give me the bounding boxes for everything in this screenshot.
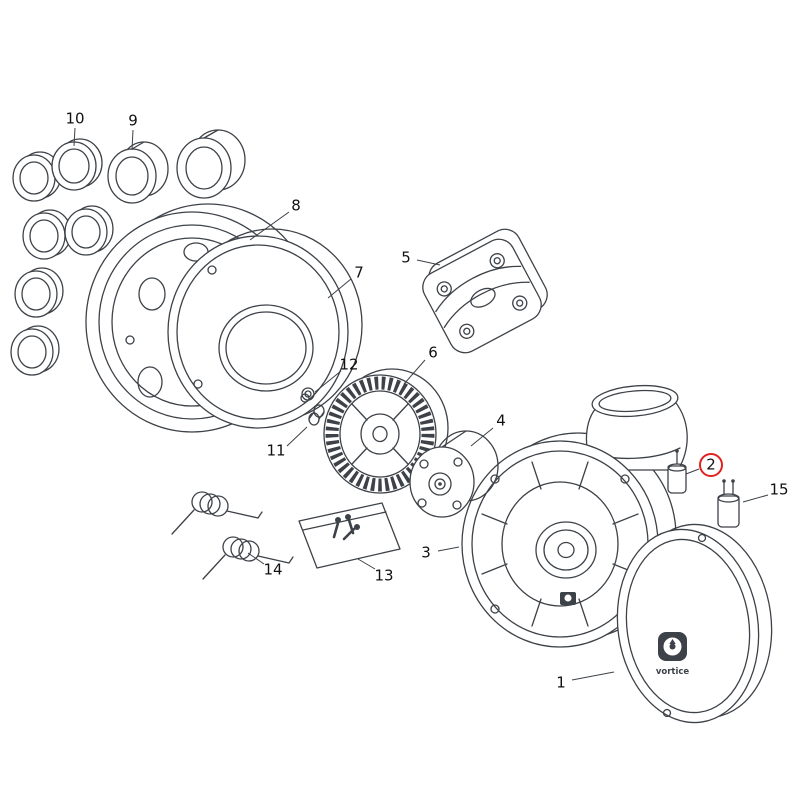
leader-line [73,127,76,147]
part-9-adapter-sleeve [107,141,169,204]
ring [14,267,64,318]
leader-line [314,370,342,393]
leader-line [742,494,769,503]
ring [12,151,62,202]
part-12-fixing-nut [301,387,315,401]
part-7-housing-cover [167,228,363,429]
callout-part-8[interactable]: 8 [249,197,301,241]
vortice-logo: vortice [656,632,690,677]
spring [171,491,263,535]
part-10-reducer-ring [51,138,103,191]
callout-part-13[interactable]: 13 [357,558,394,585]
part-number-1: 1 [556,674,566,692]
leader-line [131,129,134,151]
part-11-shaft-bush [308,404,325,426]
callouts: 10 9 8 7 5 12 6 11 [65,110,788,692]
leader-line [416,259,441,266]
callout-part-6[interactable]: 6 [403,344,438,385]
callout-part-5[interactable]: 5 [401,249,441,267]
part-13-screw-kit-bag [298,502,401,569]
callout-part-7[interactable]: 7 [327,264,364,299]
part-number-10: 10 [65,110,84,128]
leader-line [437,546,460,552]
leader-line [249,211,290,241]
callout-part-10[interactable]: 10 [65,110,85,147]
part-number-15: 15 [769,481,788,499]
callout-part-1[interactable]: 1 [556,671,615,692]
part-number-8: 8 [291,197,301,215]
part-number-14: 14 [263,561,282,579]
callout-part-2-highlighted[interactable]: 2 [685,453,723,477]
callout-part-12[interactable]: 12 [314,356,359,393]
part-number-12: 12 [339,356,358,374]
part-number-2: 2 [706,456,716,474]
part-number-4: 4 [496,412,506,430]
leader-line [357,558,376,570]
leader-line [327,278,352,299]
ring [64,205,114,256]
spring [202,536,294,580]
reducer-rings-group [10,129,246,376]
callout-part-15[interactable]: 15 [742,481,789,503]
callout-part-4[interactable]: 4 [470,412,506,447]
leader-line [685,468,700,475]
part-2-capacitor-small [667,449,687,494]
logo-text: vortice [656,667,690,677]
highlight-circle [699,453,723,477]
part-14-springs [171,491,294,580]
part-6-impeller-wheel [323,368,449,494]
callout-part-3[interactable]: 3 [421,544,460,562]
part-4-motor [409,430,499,518]
part-number-13: 13 [374,567,393,585]
part-1-cover-disc: vortice [616,523,773,724]
part-number-9: 9 [128,112,138,130]
ring [10,325,60,376]
part-number-7: 7 [354,264,364,282]
part-number-11: 11 [266,442,285,460]
callout-part-11[interactable]: 11 [266,426,308,460]
leader-line [470,427,494,447]
ring [22,209,72,260]
part-5-motor-bracket [422,228,548,354]
leader-line [571,671,615,681]
part-3-fan-housing [461,384,688,648]
callout-part-9[interactable]: 9 [128,112,138,151]
part-number-6: 6 [428,344,438,362]
screws-in-bag [332,514,360,541]
part-number-3: 3 [421,544,431,562]
housing-logo-badge [560,592,576,605]
leader-line [403,359,426,385]
part-15-capacitor-large [717,479,740,528]
part-number-5: 5 [401,249,411,267]
leader-line [247,552,265,565]
leader-line [286,426,308,447]
callout-part-14[interactable]: 14 [247,552,283,579]
adapter-sleeve [176,129,246,199]
